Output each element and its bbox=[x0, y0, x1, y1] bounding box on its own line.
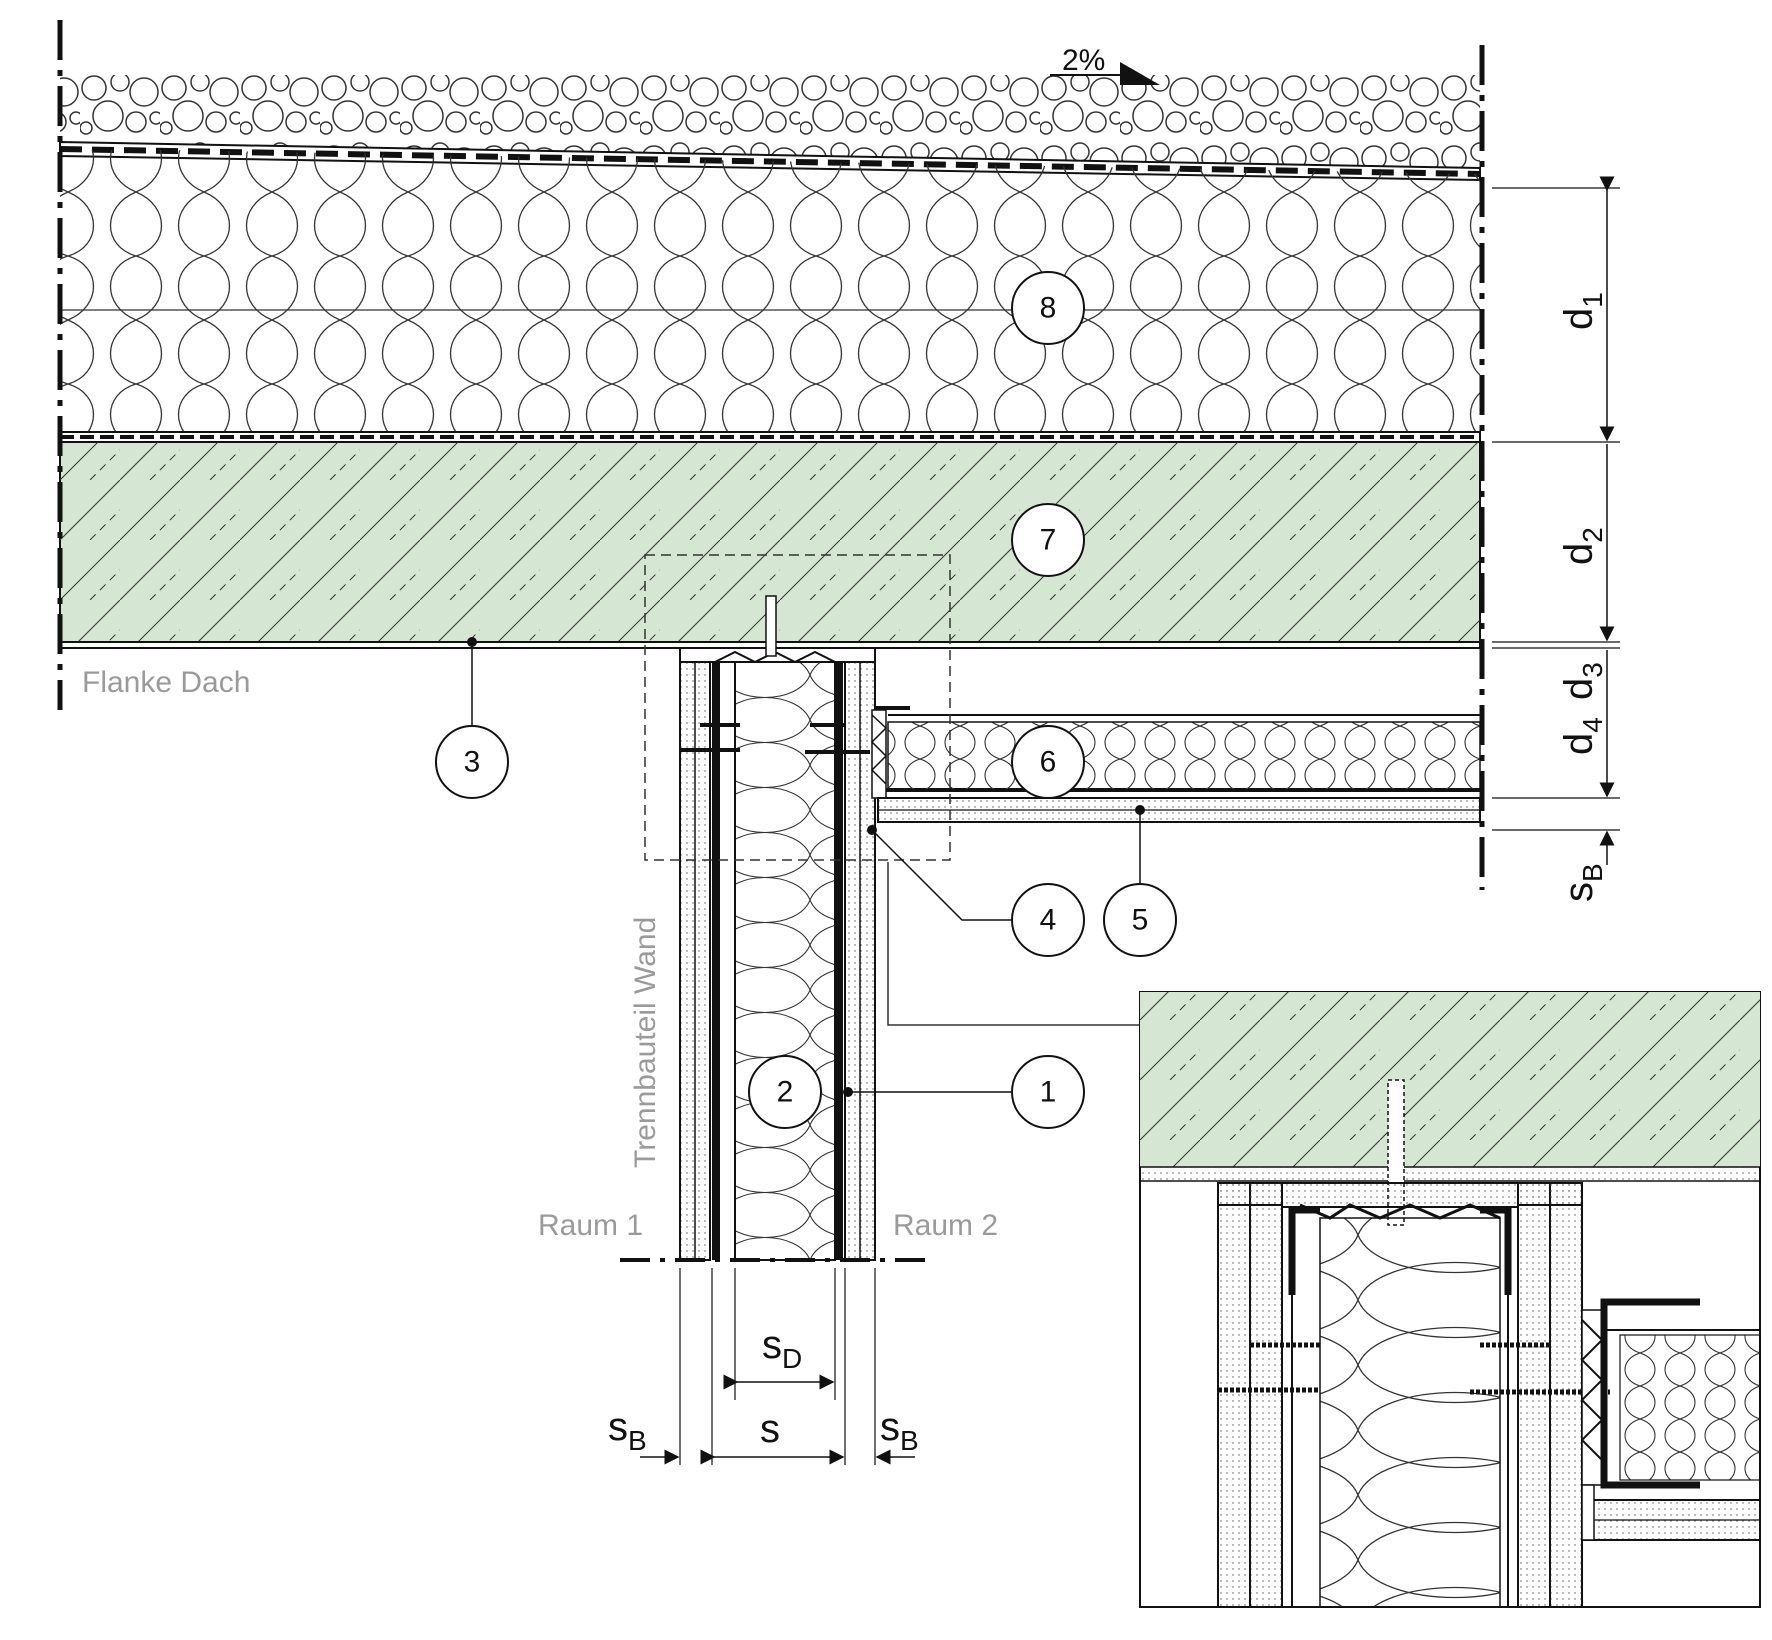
roof-insulation-8 bbox=[60, 150, 1480, 435]
raum2-label: Raum 2 bbox=[893, 1209, 998, 1242]
dim-sB-right: sB bbox=[1557, 863, 1608, 902]
svg-text:3: 3 bbox=[464, 746, 481, 779]
callout-5: 5 bbox=[1103, 883, 1177, 957]
trennbauteil-wand-label: Trennbauteil Wand bbox=[629, 917, 662, 1168]
svg-text:2: 2 bbox=[777, 1076, 794, 1109]
dimension-stack-bottom bbox=[640, 1268, 915, 1465]
dim-d1: d1 bbox=[1557, 292, 1608, 330]
slope-indicator: 2% bbox=[1050, 44, 1160, 85]
raum1-label: Raum 1 bbox=[538, 1209, 643, 1242]
svg-text:4: 4 bbox=[1040, 904, 1057, 937]
svg-text:6: 6 bbox=[1040, 746, 1057, 779]
detail-frame bbox=[644, 554, 951, 861]
svg-text:1: 1 bbox=[1040, 1076, 1057, 1109]
dim-s: s bbox=[760, 1407, 780, 1451]
callout-8: 8 bbox=[1011, 271, 1085, 345]
dim-d2: d2 bbox=[1557, 527, 1608, 565]
dim-sB-bottom-right: sB bbox=[880, 1405, 919, 1456]
detail-inset bbox=[1139, 991, 1761, 1608]
callout-1: 1 bbox=[1011, 1055, 1085, 1129]
dim-sD: sD bbox=[762, 1323, 802, 1374]
partition-wall bbox=[620, 595, 930, 1262]
callout-4: 4 bbox=[1011, 883, 1085, 957]
callout-7: 7 bbox=[1011, 503, 1085, 577]
dim-d4: d4 bbox=[1557, 717, 1608, 755]
callout-6: 6 bbox=[1011, 725, 1085, 799]
svg-text:7: 7 bbox=[1040, 524, 1057, 557]
callout-2: 2 bbox=[748, 1055, 822, 1129]
svg-text:5: 5 bbox=[1132, 904, 1149, 937]
dim-d3: d3 bbox=[1557, 662, 1608, 700]
flanke-dach-label: Flanke Dach bbox=[82, 666, 250, 699]
detail-leader bbox=[887, 862, 1140, 1026]
suspended-ceiling bbox=[870, 706, 1481, 823]
dimension-stack-right bbox=[1492, 176, 1620, 865]
callout-3: 3 bbox=[435, 725, 509, 799]
svg-text:2%: 2% bbox=[1062, 44, 1105, 77]
svg-text:8: 8 bbox=[1040, 292, 1057, 325]
dim-sB-left: sB bbox=[608, 1405, 647, 1456]
